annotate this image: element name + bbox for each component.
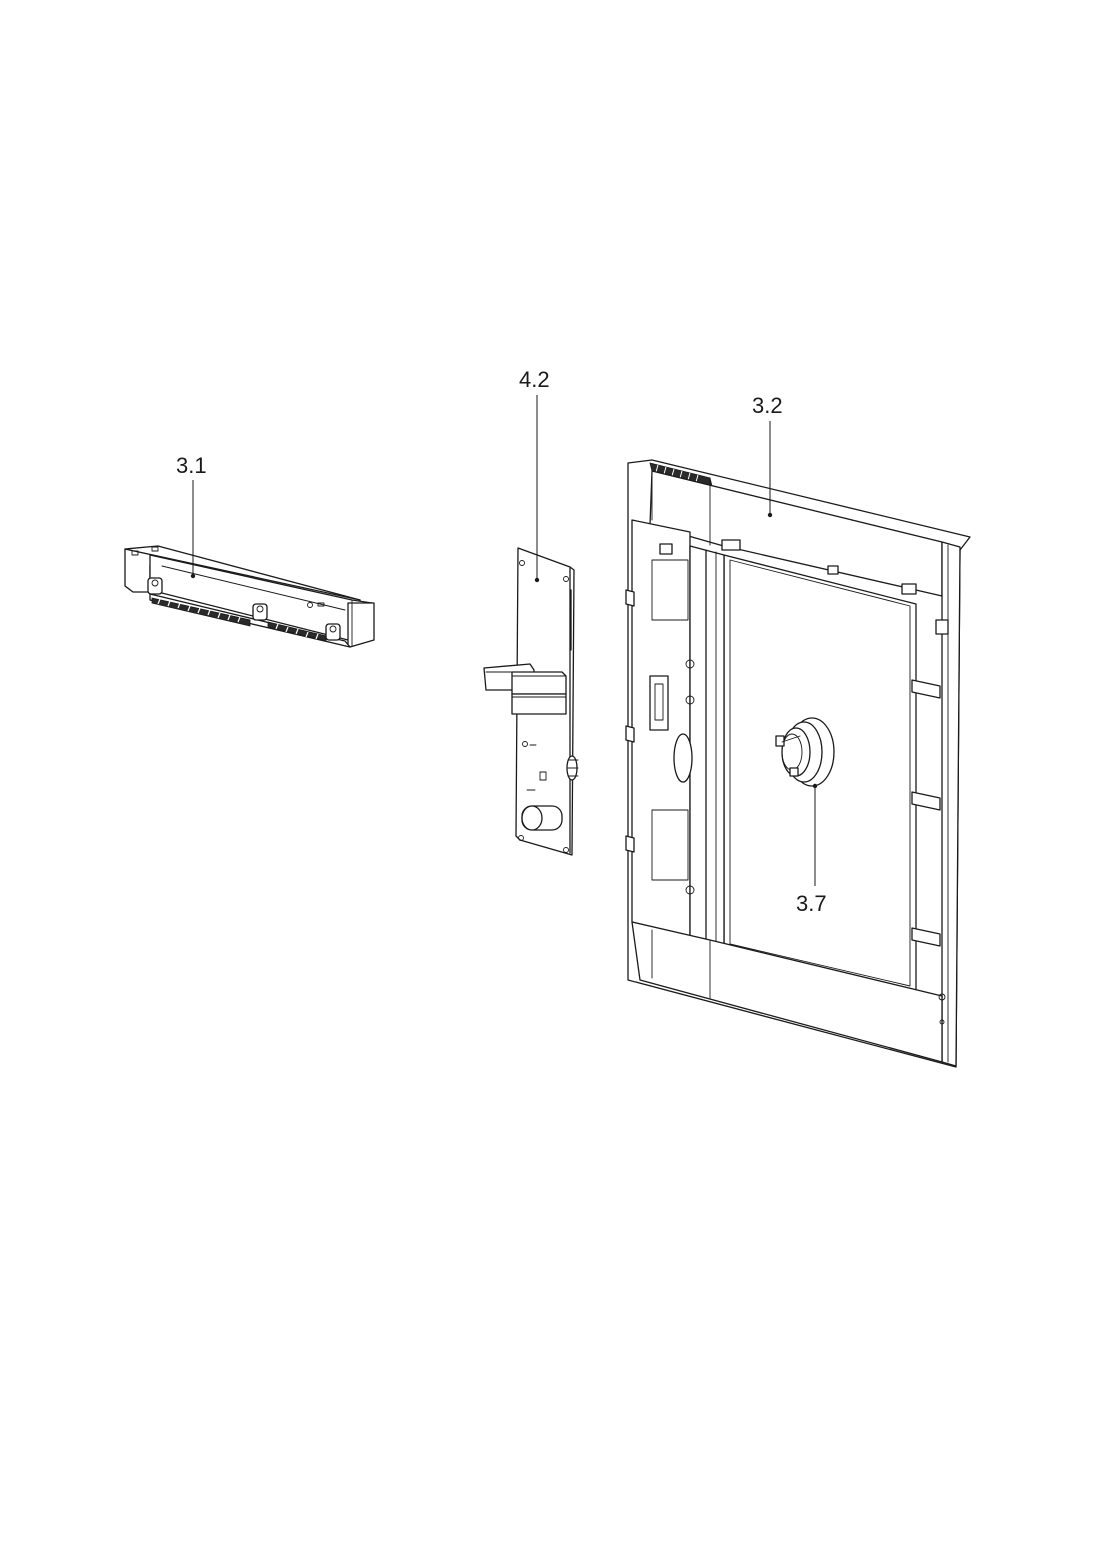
callout-label-4-2: 4.2 <box>519 367 550 392</box>
mounting-tab <box>147 577 163 595</box>
mounting-tab <box>252 603 268 621</box>
relay-block <box>511 693 567 715</box>
callout-label-3-1: 3.1 <box>176 453 207 478</box>
callout-label-3-2: 3.2 <box>752 393 783 418</box>
callout-label-3-7: 3.7 <box>796 891 827 916</box>
mounting-tab <box>325 623 341 641</box>
callout-3-7: 3.7 <box>796 783 827 916</box>
part-3-1-trim-bar <box>124 545 375 648</box>
part-3-7-round-knob <box>775 717 835 787</box>
capacitor <box>521 805 563 831</box>
callout-3-2: 3.2 <box>752 393 783 518</box>
callout-3-1: 3.1 <box>176 453 207 579</box>
relay-block <box>511 671 567 695</box>
side-connector <box>566 755 579 781</box>
callout-4-2: 4.2 <box>519 367 550 583</box>
part-4-2-circuit-board <box>483 547 579 856</box>
